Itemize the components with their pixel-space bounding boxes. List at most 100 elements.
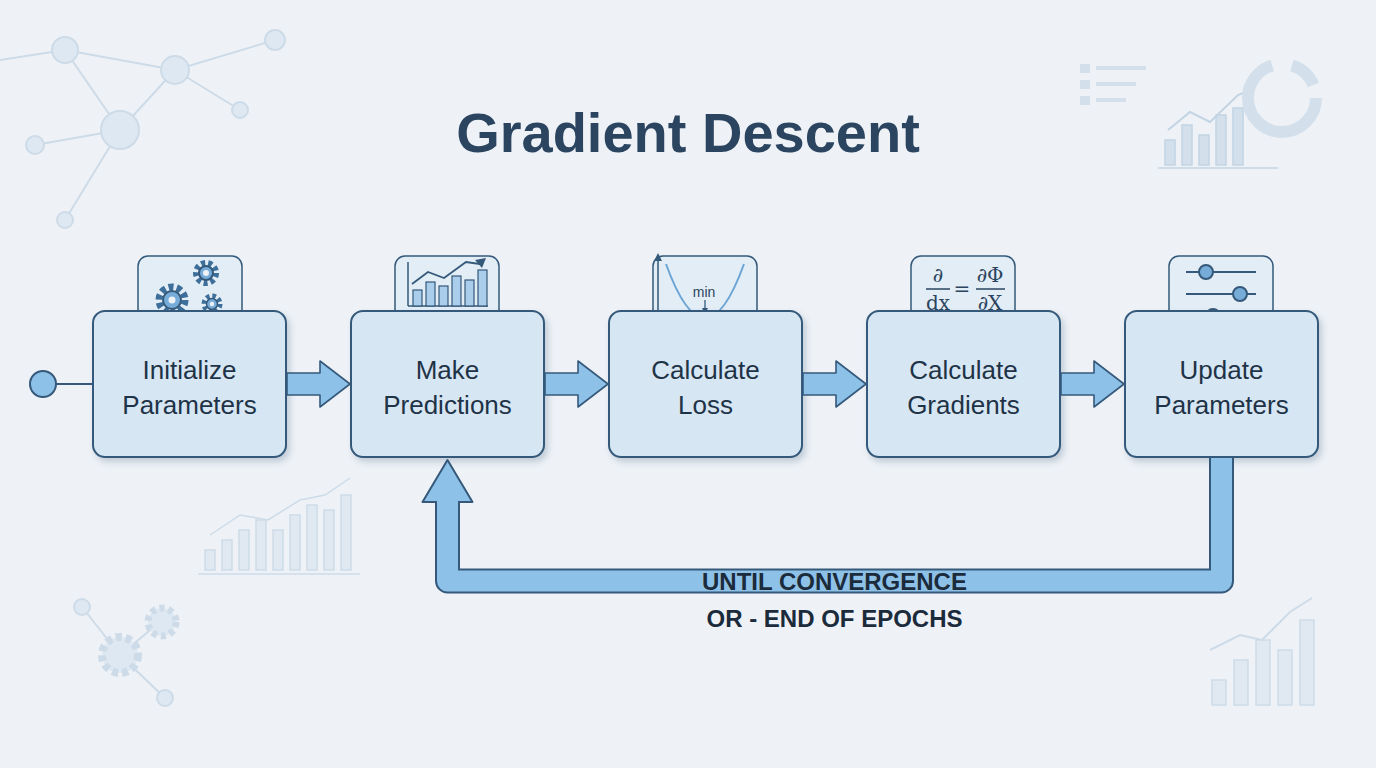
slider-knob: [1199, 265, 1213, 279]
flow-arrow: [423, 458, 1222, 581]
list-decoration: [1080, 64, 1146, 105]
network-dot: [232, 102, 248, 118]
process-box: Calculate Loss: [608, 310, 803, 458]
loop-arrow-outline: [448, 458, 1222, 581]
curve-label: min: [693, 284, 716, 300]
list-mark: [1080, 80, 1090, 89]
chart-trend: [412, 262, 480, 284]
box-label: Make Predictions: [373, 353, 523, 423]
loop-arrow: [448, 458, 1222, 581]
process-box: Update Parameters: [1124, 310, 1319, 458]
list-mark: [1080, 64, 1090, 73]
donut-chart: [1248, 64, 1316, 132]
block-arrow: [545, 361, 608, 407]
network-line: [120, 655, 165, 698]
process-box: Make Predictions: [350, 310, 545, 458]
process-box: Initialize Parameters: [92, 310, 287, 458]
list-mark: [1080, 96, 1090, 105]
network-dot: [57, 212, 73, 228]
network-line: [65, 50, 175, 70]
arrowhead: [423, 460, 473, 502]
block-arrow: [803, 361, 866, 407]
loop-label: UNTIL CONVERGENCE OR - END OF EPOCHS: [692, 563, 977, 637]
gear-teeth: [196, 263, 216, 283]
chart-bar: [273, 530, 283, 570]
box-body: Make Predictions: [352, 312, 543, 456]
chart-trend: [1168, 88, 1255, 130]
chart-bar: [205, 550, 215, 570]
start-marker: [30, 371, 92, 397]
chart-bar: [341, 495, 351, 570]
trend-arrowhead: [475, 258, 486, 268]
box-body: Calculate Loss: [610, 312, 801, 456]
process-box: Calculate Gradients: [866, 310, 1061, 458]
formula-icon: [926, 288, 1005, 290]
chart-bar: [439, 286, 448, 306]
block-arrow: [1061, 361, 1124, 407]
gear-decoration: [74, 599, 176, 706]
network-line: [65, 50, 120, 130]
min-pointer: [704, 300, 705, 310]
chart-decoration: [198, 478, 360, 574]
box-body: Calculate Gradients: [868, 312, 1059, 456]
slider-knob: [1233, 287, 1247, 301]
chart-bar: [222, 540, 232, 570]
gear-hole: [169, 297, 176, 304]
chart-bar: [1165, 140, 1175, 165]
network-line: [82, 607, 120, 655]
network-dot: [157, 690, 173, 706]
box-body: Update Parameters: [1126, 312, 1317, 456]
gear-shape: [148, 608, 176, 636]
chart-bar: [324, 510, 334, 570]
flow-arrow: [287, 361, 350, 407]
chart-bar: [1278, 650, 1292, 705]
chart-bar: [1256, 640, 1270, 705]
chart-bar: [1233, 108, 1243, 165]
gear-hole: [203, 270, 209, 276]
formula-symbol: ∂Φ: [977, 263, 1004, 287]
formula-symbol: ∂X: [978, 291, 1003, 315]
chart-bar: [1300, 620, 1314, 705]
box-label: Update Parameters: [1147, 353, 1297, 423]
chart-trend: [1210, 598, 1312, 650]
slider-track: [1186, 271, 1256, 273]
chart-bar: [1234, 660, 1248, 705]
network-line: [0, 50, 65, 60]
chart-bar: [426, 282, 435, 306]
chart-bar: [1199, 135, 1209, 165]
formula-symbol: =: [954, 277, 971, 301]
fraction-bar: [976, 288, 1005, 290]
slider-track: [1186, 293, 1256, 295]
chart-bar: [452, 276, 461, 306]
network-line: [175, 70, 240, 110]
formula-symbol: ∂: [933, 263, 943, 287]
chart-bar: [1182, 125, 1192, 165]
chart-bar: [465, 280, 474, 306]
flow-arrow: [1061, 361, 1124, 407]
box-label: Calculate Loss: [631, 353, 781, 423]
network-dot: [101, 111, 139, 149]
axis-arrowhead: [654, 253, 662, 261]
gear-body: [207, 299, 218, 310]
network-dot: [26, 136, 44, 154]
chart-axis: [198, 573, 360, 575]
chart-decoration: [1158, 64, 1316, 168]
network-dot: [161, 56, 189, 84]
chart-bar: [307, 505, 317, 570]
box-body: Initialize Parameters: [94, 312, 285, 456]
chart-bar: [478, 270, 487, 306]
formula-symbol: dx: [926, 291, 950, 315]
gear-body: [163, 291, 181, 309]
chart-bar: [290, 515, 300, 570]
box-label: Calculate Gradients: [889, 353, 1039, 423]
start-line: [56, 383, 92, 385]
network-dot: [52, 37, 78, 63]
network-line: [120, 622, 160, 655]
chart-axis: [1158, 167, 1278, 169]
chart-decoration: [1210, 598, 1314, 705]
network-line: [175, 40, 275, 70]
